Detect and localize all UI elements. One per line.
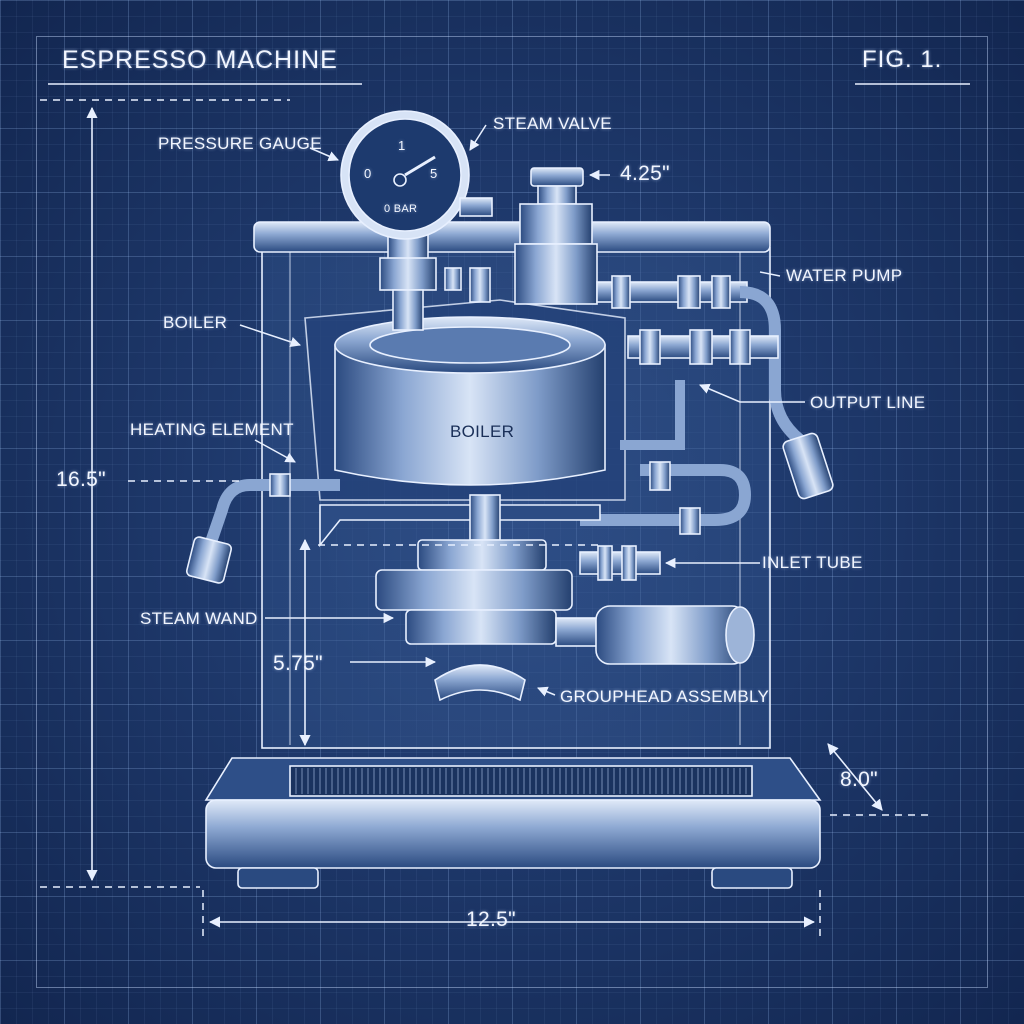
label-water-pump: WATER PUMP — [786, 266, 903, 285]
boiler-body-label: BOILER — [450, 422, 515, 441]
steam-wand-pipe — [204, 479, 340, 547]
foot-right — [711, 867, 793, 889]
drip-grate — [289, 765, 753, 797]
gauge-fitting — [379, 257, 437, 291]
gauge-needle — [404, 155, 436, 177]
dim-depth: 8.0" — [840, 768, 878, 791]
foot-left — [237, 867, 319, 889]
spout — [434, 664, 526, 702]
portafilter-handle — [595, 605, 747, 665]
label-output-line: OUTPUT LINE — [810, 393, 926, 412]
steam-valve-body — [519, 203, 593, 245]
depth-dimension-line — [827, 743, 883, 811]
drip-tray-base — [205, 799, 821, 869]
label-pressure-gauge: PRESSURE GAUGE — [158, 134, 322, 153]
diagram-title: ESPRESSO MACHINE — [62, 46, 338, 74]
inlet-tube — [580, 464, 752, 526]
steam-wand-tip — [185, 536, 233, 584]
gauge-unit: 0 BAR — [384, 203, 418, 215]
boiler-cylinder — [334, 344, 606, 486]
label-heating-element: HEATING ELEMENT — [130, 420, 294, 439]
figure-number: FIG. 1. — [862, 46, 943, 73]
output-nozzle — [782, 432, 834, 500]
label-inlet-tube: INLET TUBE — [762, 553, 863, 572]
portafilter-basket — [405, 609, 557, 645]
dim-valve-width: 4.25" — [620, 162, 670, 185]
steam-valve-knob — [530, 167, 584, 187]
dim-total-height: 16.5" — [56, 468, 106, 491]
gauge-scale-mid: 1 — [398, 138, 406, 153]
label-steam-valve: STEAM VALVE — [493, 114, 612, 133]
gauge-scale-min: 0 — [364, 166, 372, 181]
dim-total-width: 12.5" — [466, 908, 516, 931]
grouphead-ring — [375, 569, 573, 611]
label-grouphead-assembly: GROUPHEAD ASSEMBLY — [560, 687, 770, 706]
top-lid — [253, 221, 771, 253]
label-boiler: BOILER — [163, 313, 228, 332]
gauge-scale-max: 5 — [430, 166, 438, 181]
dim-cup-clearance: 5.75" — [273, 652, 323, 675]
label-steam-wand: STEAM WAND — [140, 609, 258, 628]
